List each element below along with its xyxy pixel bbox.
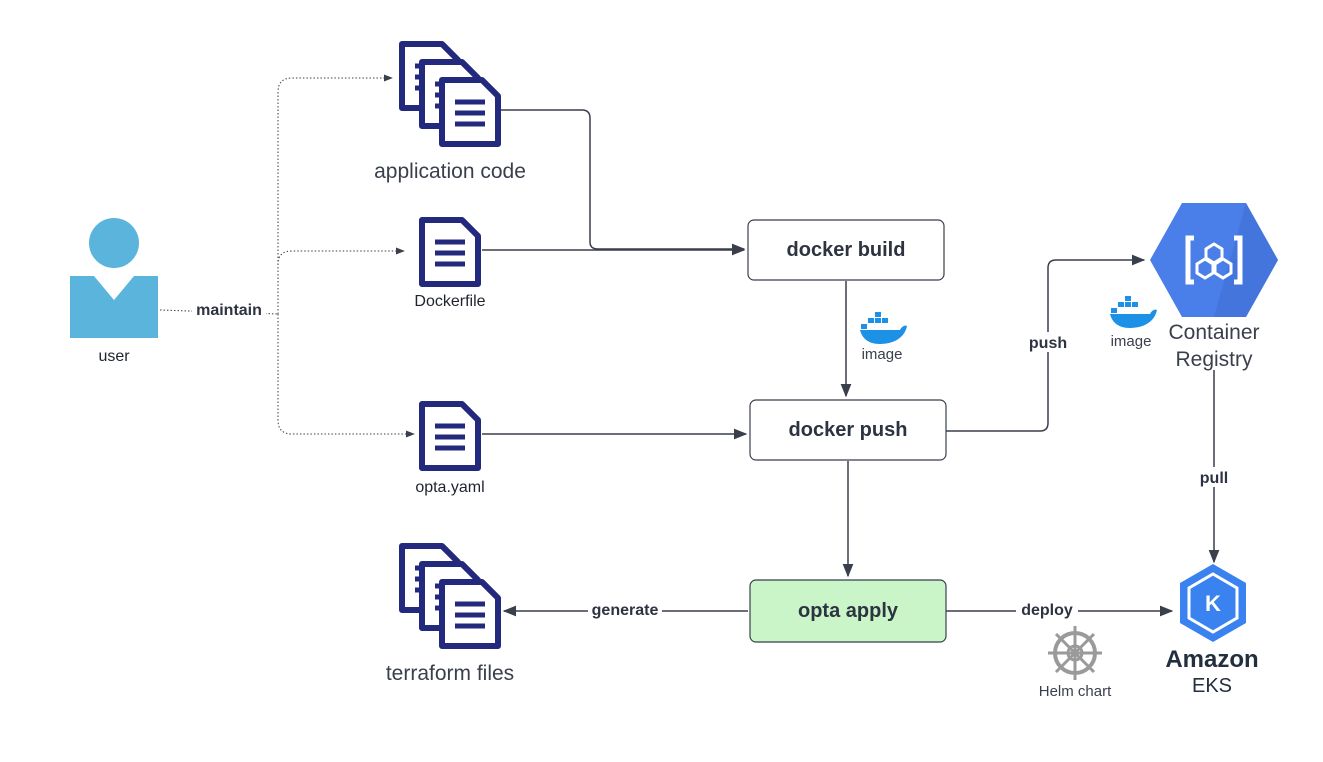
opta-apply-label: opta apply — [798, 600, 899, 622]
artifact-registry-icon — [1150, 203, 1278, 317]
document-icon — [422, 404, 478, 468]
document-icon — [422, 220, 478, 284]
docker-push-label: docker push — [789, 419, 908, 441]
container-registry-label-line1: Container — [1168, 321, 1259, 344]
edge-maintain-to-dockerfile — [277, 247, 405, 314]
amazon-label: Amazon — [1165, 646, 1258, 673]
user-label: user — [98, 348, 130, 365]
docker-push-node[interactable]: docker push — [749, 399, 947, 461]
files-stack-icon — [402, 44, 498, 144]
opta-apply-node[interactable]: opta apply — [749, 579, 947, 643]
application-code-label: application code — [374, 160, 526, 183]
helm-wheel-icon — [1048, 626, 1102, 680]
eks-label: EKS — [1192, 675, 1232, 697]
docker-build-node[interactable]: docker build — [747, 219, 945, 281]
docker-build-label: docker build — [787, 239, 906, 261]
edge-maintain-to-app-code — [277, 74, 393, 314]
edge-maintain-to-opta-yaml — [277, 314, 415, 438]
edge-label-maintain: maintain — [196, 302, 262, 319]
svg-text:K: K — [1205, 591, 1221, 616]
edge-label-deploy: deploy — [1021, 602, 1073, 619]
edge-label-push: push — [1029, 335, 1067, 352]
dockerfile-label: Dockerfile — [414, 293, 485, 310]
edge-app-code-to-build — [500, 109, 746, 255]
edge-label-pull: pull — [1200, 470, 1228, 487]
edge-label-generate: generate — [592, 602, 659, 619]
image-label-registry: image — [1111, 333, 1152, 350]
kubernetes-eks-icon: K — [1180, 564, 1246, 642]
user-icon — [70, 218, 158, 338]
helm-chart-label: Helm chart — [1039, 683, 1112, 700]
files-stack-icon — [402, 546, 498, 646]
container-registry-label-line2: Registry — [1175, 348, 1253, 371]
docker-whale-icon — [860, 312, 907, 344]
image-label-build: image — [862, 346, 903, 363]
docker-whale-icon — [1110, 296, 1157, 328]
terraform-files-label: terraform files — [386, 662, 514, 685]
opta-yaml-label: opta.yaml — [415, 479, 484, 496]
